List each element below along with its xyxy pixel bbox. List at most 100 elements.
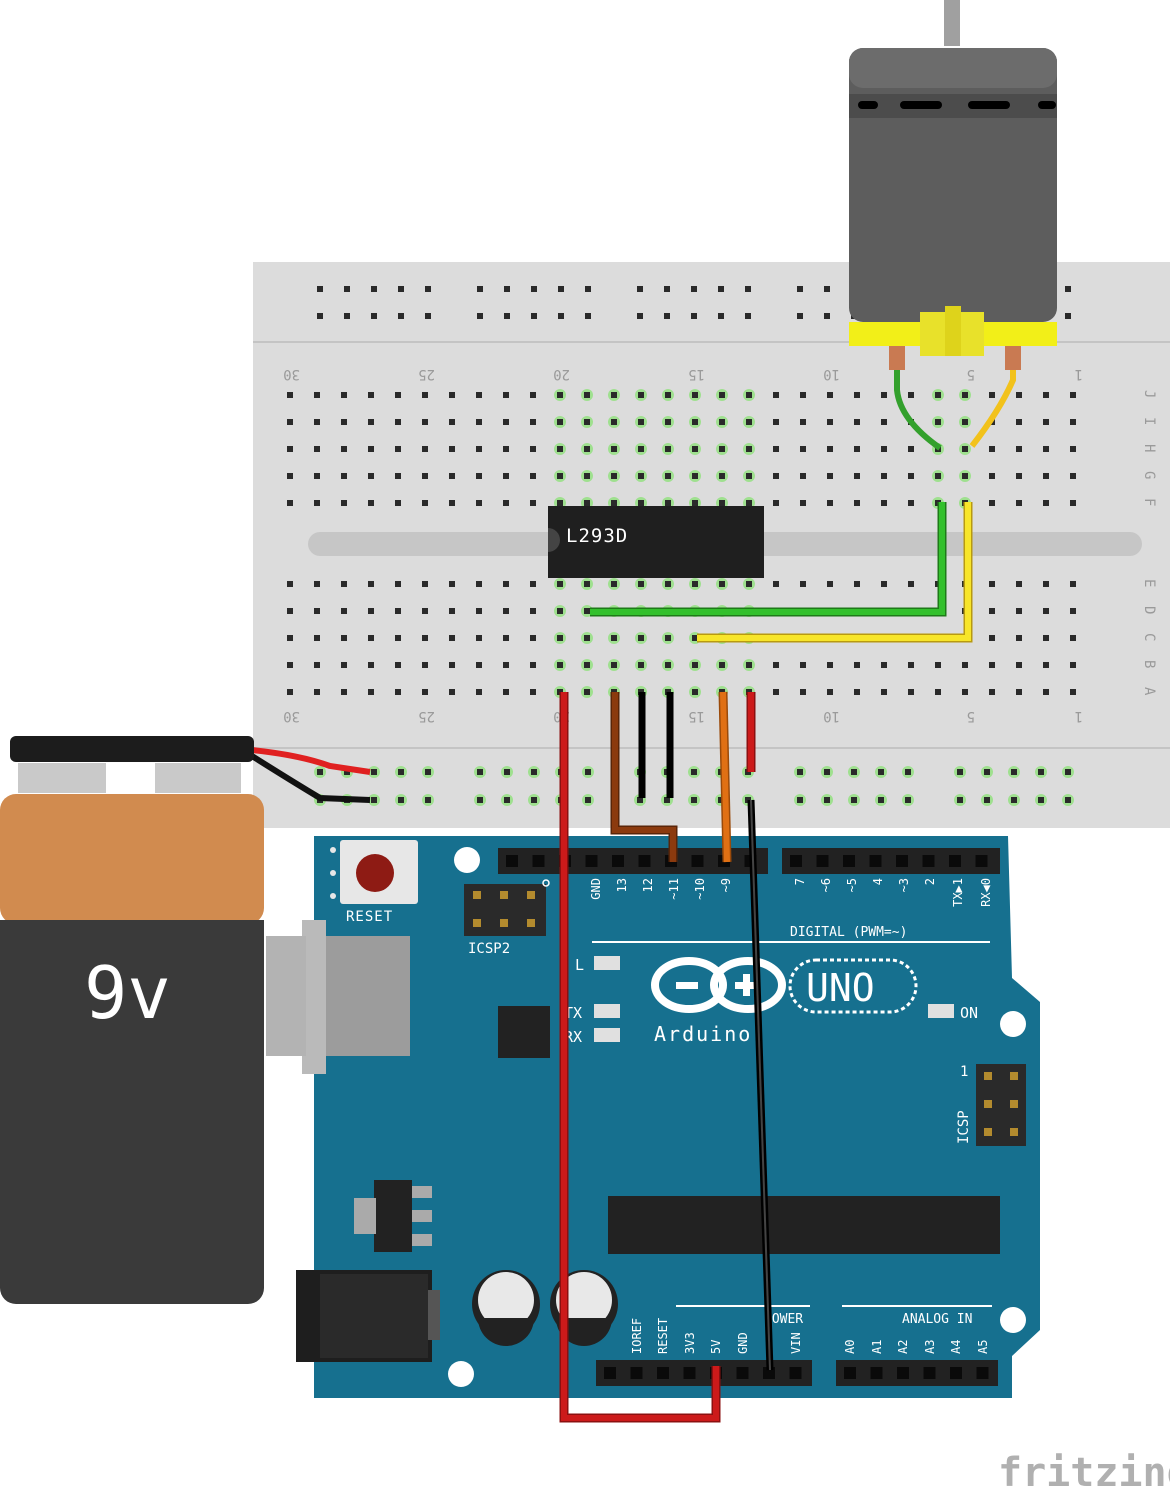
reset-button[interactable] bbox=[330, 840, 418, 904]
rail-hole bbox=[851, 769, 857, 775]
breadboard-hole bbox=[665, 473, 671, 479]
digital-pin-label: 7 bbox=[793, 878, 807, 885]
breadboard-hole bbox=[962, 689, 968, 695]
header-pin bbox=[736, 1367, 749, 1379]
rail-hole bbox=[691, 313, 697, 319]
breadboard-hole bbox=[746, 392, 752, 398]
fritzing-watermark: fritzing bbox=[998, 1450, 1170, 1496]
rail-hole bbox=[745, 797, 751, 803]
digital-pin-label: ~9 bbox=[719, 878, 733, 892]
breadboard-hole bbox=[287, 419, 293, 425]
power-pin-label: 3V3 bbox=[683, 1332, 697, 1354]
breadboard-hole bbox=[638, 635, 644, 641]
breadboard-hole bbox=[530, 500, 536, 506]
led-l bbox=[594, 956, 620, 970]
breadboard-hole bbox=[1070, 635, 1076, 641]
rail-hole bbox=[531, 769, 537, 775]
usb-b-connector bbox=[266, 920, 410, 1074]
breadboard-hole bbox=[422, 392, 428, 398]
breadboard-hole bbox=[341, 446, 347, 452]
battery-lead-red bbox=[251, 747, 371, 775]
rail-hole bbox=[477, 769, 483, 775]
breadboard-hole bbox=[611, 419, 617, 425]
breadboard-hole bbox=[665, 662, 671, 668]
breadboard-hole bbox=[827, 500, 833, 506]
breadboard-hole bbox=[314, 419, 320, 425]
breadboard-hole bbox=[287, 608, 293, 614]
rail-hole bbox=[398, 313, 404, 319]
breadboard-hole bbox=[692, 419, 698, 425]
breadboard-hole bbox=[962, 392, 968, 398]
digital-pin-label: ~6 bbox=[819, 878, 833, 892]
breadboard-hole bbox=[395, 581, 401, 587]
breadboard-hole bbox=[449, 689, 455, 695]
breadboard-hole bbox=[773, 689, 779, 695]
breadboard-hole bbox=[476, 581, 482, 587]
row-label: J bbox=[1141, 390, 1157, 398]
breadboard-hole bbox=[854, 689, 860, 695]
breadboard-hole bbox=[1016, 392, 1022, 398]
breadboard-hole bbox=[935, 473, 941, 479]
rail-hole bbox=[797, 286, 803, 292]
column-label: 5 bbox=[967, 366, 975, 382]
breadboard-hole bbox=[476, 473, 482, 479]
rail-hole bbox=[664, 797, 670, 803]
breadboard-hole bbox=[1070, 608, 1076, 614]
digital-label: DIGITAL (PWM=~) bbox=[790, 925, 907, 940]
rail-hole bbox=[957, 769, 963, 775]
rail-hole bbox=[691, 769, 697, 775]
breadboard-hole bbox=[395, 662, 401, 668]
digital-header bbox=[498, 848, 1000, 874]
breadboard-hole bbox=[287, 581, 293, 587]
breadboard-hole bbox=[449, 608, 455, 614]
analog-pin-label: A1 bbox=[870, 1340, 884, 1354]
breadboard-hole bbox=[854, 662, 860, 668]
breadboard-hole bbox=[287, 500, 293, 506]
breadboard-hole bbox=[827, 419, 833, 425]
breadboard-hole bbox=[719, 500, 725, 506]
header-pin bbox=[657, 1367, 669, 1379]
rail-hole bbox=[371, 769, 377, 775]
breadboard-hole bbox=[773, 392, 779, 398]
breadboard-hole bbox=[287, 446, 293, 452]
header-pin bbox=[506, 855, 518, 867]
rail-hole bbox=[371, 797, 377, 803]
row-label: C bbox=[1141, 633, 1157, 641]
breadboard-hole bbox=[908, 473, 914, 479]
breadboard-hole bbox=[800, 446, 806, 452]
breadboard-hole bbox=[773, 581, 779, 587]
breadboard-hole bbox=[530, 473, 536, 479]
rail-hole bbox=[425, 286, 431, 292]
breadboard-hole bbox=[476, 392, 482, 398]
breadboard-hole bbox=[422, 635, 428, 641]
header-pin bbox=[612, 855, 624, 867]
digital-pin-label: TX▶1 bbox=[951, 878, 965, 907]
breadboard-hole bbox=[449, 419, 455, 425]
breadboard-hole bbox=[314, 500, 320, 506]
rail-hole bbox=[664, 286, 670, 292]
breadboard-hole bbox=[719, 473, 725, 479]
breadboard-hole bbox=[368, 392, 374, 398]
breadboard-hole bbox=[692, 581, 698, 587]
dc-motor bbox=[849, 0, 1057, 370]
rail-hole bbox=[585, 286, 591, 292]
led-l-label: L bbox=[575, 956, 584, 974]
rail-hole bbox=[371, 286, 377, 292]
mount-hole bbox=[454, 847, 480, 873]
analog-pin-label: A4 bbox=[949, 1340, 963, 1354]
rail-hole bbox=[531, 797, 537, 803]
digital-pin-label: 12 bbox=[641, 878, 655, 892]
rail-hole bbox=[718, 286, 724, 292]
breadboard-hole bbox=[746, 473, 752, 479]
breadboard-hole bbox=[584, 419, 590, 425]
column-label: 15 bbox=[688, 366, 705, 382]
breadboard-hole bbox=[611, 446, 617, 452]
breadboard-hole bbox=[962, 419, 968, 425]
header-pin bbox=[923, 1367, 936, 1379]
breadboard-hole bbox=[395, 500, 401, 506]
breadboard-hole bbox=[557, 635, 563, 641]
row-label: I bbox=[1141, 417, 1157, 425]
breadboard-hole bbox=[530, 419, 536, 425]
